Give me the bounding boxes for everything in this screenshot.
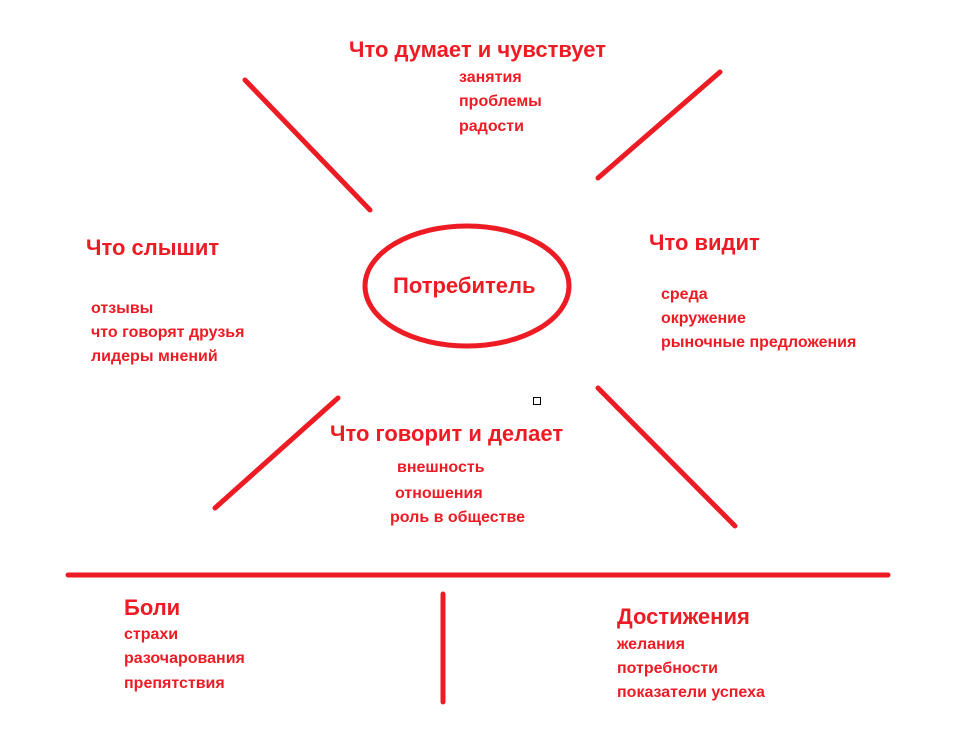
divider-bottom-right bbox=[595, 385, 738, 529]
sees-title: Что видит bbox=[649, 230, 760, 255]
thinks-item: проблемы bbox=[459, 93, 542, 110]
hears-item: отзывы bbox=[91, 300, 154, 317]
hears-item: лидеры мнений bbox=[91, 348, 218, 365]
hears-title: Что слышит bbox=[86, 235, 220, 260]
says-title: Что говорит и делает bbox=[330, 421, 564, 446]
divider-bottom-left bbox=[212, 395, 341, 511]
gains-title: Достижения bbox=[617, 604, 750, 629]
thinks-title: Что думает и чувствует bbox=[349, 37, 606, 62]
gains-item: показатели успеха bbox=[617, 684, 765, 701]
says-item: роль в обществе bbox=[390, 509, 525, 526]
divider-top-left bbox=[242, 77, 373, 213]
gains-item: желания bbox=[617, 636, 685, 653]
sees-item: среда bbox=[661, 286, 708, 303]
pains-title: Боли bbox=[124, 595, 181, 620]
gains-item: потребности bbox=[617, 660, 719, 677]
sees-item: рыночные предложения bbox=[661, 334, 857, 351]
center-label: Потребитель bbox=[393, 273, 536, 298]
hears-item: что говорят друзья bbox=[91, 324, 245, 341]
says-item: отношения bbox=[395, 485, 483, 502]
pains-item: разочарования bbox=[124, 650, 245, 667]
divider-top-right bbox=[595, 69, 723, 181]
pains-item: препятствия bbox=[124, 675, 225, 692]
thinks-item: радости bbox=[459, 118, 524, 135]
sees-item: окружение bbox=[661, 310, 746, 327]
pains-item: страхи bbox=[124, 626, 179, 643]
says-item: внешность bbox=[397, 459, 485, 476]
center-ellipse bbox=[362, 223, 572, 349]
selection-handle bbox=[533, 397, 541, 405]
thinks-item: занятия bbox=[459, 69, 522, 86]
